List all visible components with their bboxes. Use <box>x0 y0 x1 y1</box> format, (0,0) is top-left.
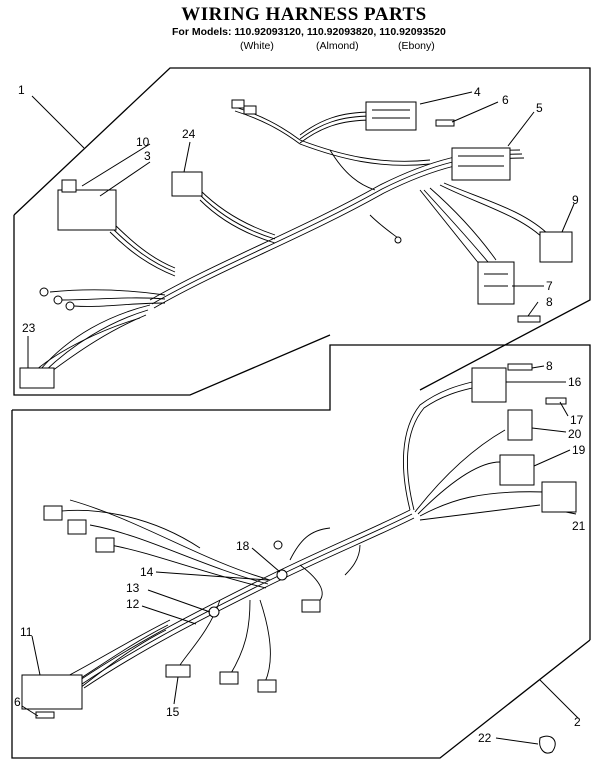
callout-2: 2 <box>574 715 581 729</box>
connector-15 <box>165 664 191 678</box>
callout-14: 14 <box>140 565 154 579</box>
terminal-ring-2 <box>53 295 63 305</box>
finish-ebony: (Ebony) <box>398 40 435 52</box>
upper-connectors <box>19 99 573 389</box>
callout-17: 17 <box>570 413 584 427</box>
callout-8-lower: 8 <box>546 359 553 373</box>
terminal-8-lower <box>507 363 533 371</box>
connector-24 <box>171 171 203 197</box>
callout-7: 7 <box>546 279 553 293</box>
finish-white: (White) <box>240 40 274 52</box>
terminal-lower-e <box>219 671 239 685</box>
connector-11 <box>21 674 83 710</box>
connector-16 <box>471 367 507 403</box>
callout-6-lower: 6 <box>14 695 21 709</box>
leader-lines <box>21 91 579 745</box>
callout-24: 24 <box>182 127 196 141</box>
callout-5: 5 <box>536 101 543 115</box>
model-numbers: For Models: 110.92093120, 110.92093820, … <box>172 26 446 38</box>
callout-15: 15 <box>166 705 180 719</box>
upper-harness-wiring <box>35 106 551 375</box>
callout-23: 23 <box>22 321 36 335</box>
callout-1: 1 <box>18 83 25 97</box>
lower-harness-frame <box>11 344 591 759</box>
terminal-lower-a <box>43 505 63 521</box>
clip-13 <box>208 606 220 618</box>
callout-8-upper: 8 <box>546 295 553 309</box>
diagram-title: WIRING HARNESS PARTS <box>181 4 427 25</box>
terminal-17 <box>545 397 567 405</box>
upper-harness-frame <box>13 67 591 396</box>
terminal-lower-f <box>257 679 277 693</box>
connector-19 <box>499 454 535 486</box>
connector-23 <box>19 367 55 389</box>
clip-18 <box>276 569 288 581</box>
callout-12: 12 <box>126 597 140 611</box>
terminal-ring-3 <box>65 301 75 311</box>
callout-10: 10 <box>136 135 150 149</box>
terminal-8-upper <box>517 315 541 323</box>
callout-21: 21 <box>572 519 586 533</box>
connector-21 <box>541 481 577 513</box>
terminal-lower-b <box>67 519 87 535</box>
ground-terminal <box>394 236 402 244</box>
callout-3: 3 <box>144 149 151 163</box>
terminal-10 <box>61 179 77 193</box>
callout-6-upper: 6 <box>502 93 509 107</box>
callout-19: 19 <box>572 443 586 457</box>
clip-22 <box>539 735 556 754</box>
terminal-upper-a <box>231 99 245 109</box>
callout-18: 18 <box>236 539 250 553</box>
lower-connectors <box>21 363 577 754</box>
connector-20 <box>507 409 533 441</box>
finish-almond: (Almond) <box>316 40 359 52</box>
connector-3 <box>57 189 117 231</box>
callout-13: 13 <box>126 581 140 595</box>
connector-4 <box>365 101 417 131</box>
callout-16: 16 <box>568 375 582 389</box>
connector-5 <box>451 147 511 181</box>
terminal-6-lower <box>35 711 55 719</box>
terminal-lower-c <box>95 537 115 553</box>
connector-9 <box>539 231 573 263</box>
callout-4: 4 <box>474 85 481 99</box>
terminal-6-upper <box>435 119 455 127</box>
callout-11: 11 <box>20 625 33 639</box>
callout-22: 22 <box>478 731 492 745</box>
terminal-ring-1 <box>39 287 49 297</box>
callout-20: 20 <box>568 427 582 441</box>
callout-9: 9 <box>572 193 579 207</box>
terminal-ring-lower <box>273 540 283 550</box>
terminal-upper-b <box>243 105 257 115</box>
connector-7 <box>477 261 515 305</box>
terminal-lower-d <box>301 599 321 613</box>
lower-harness-wiring <box>47 381 546 701</box>
callout-labels: 1 2 3 4 5 6 6 7 8 8 9 10 11 12 13 14 15 … <box>14 83 586 745</box>
